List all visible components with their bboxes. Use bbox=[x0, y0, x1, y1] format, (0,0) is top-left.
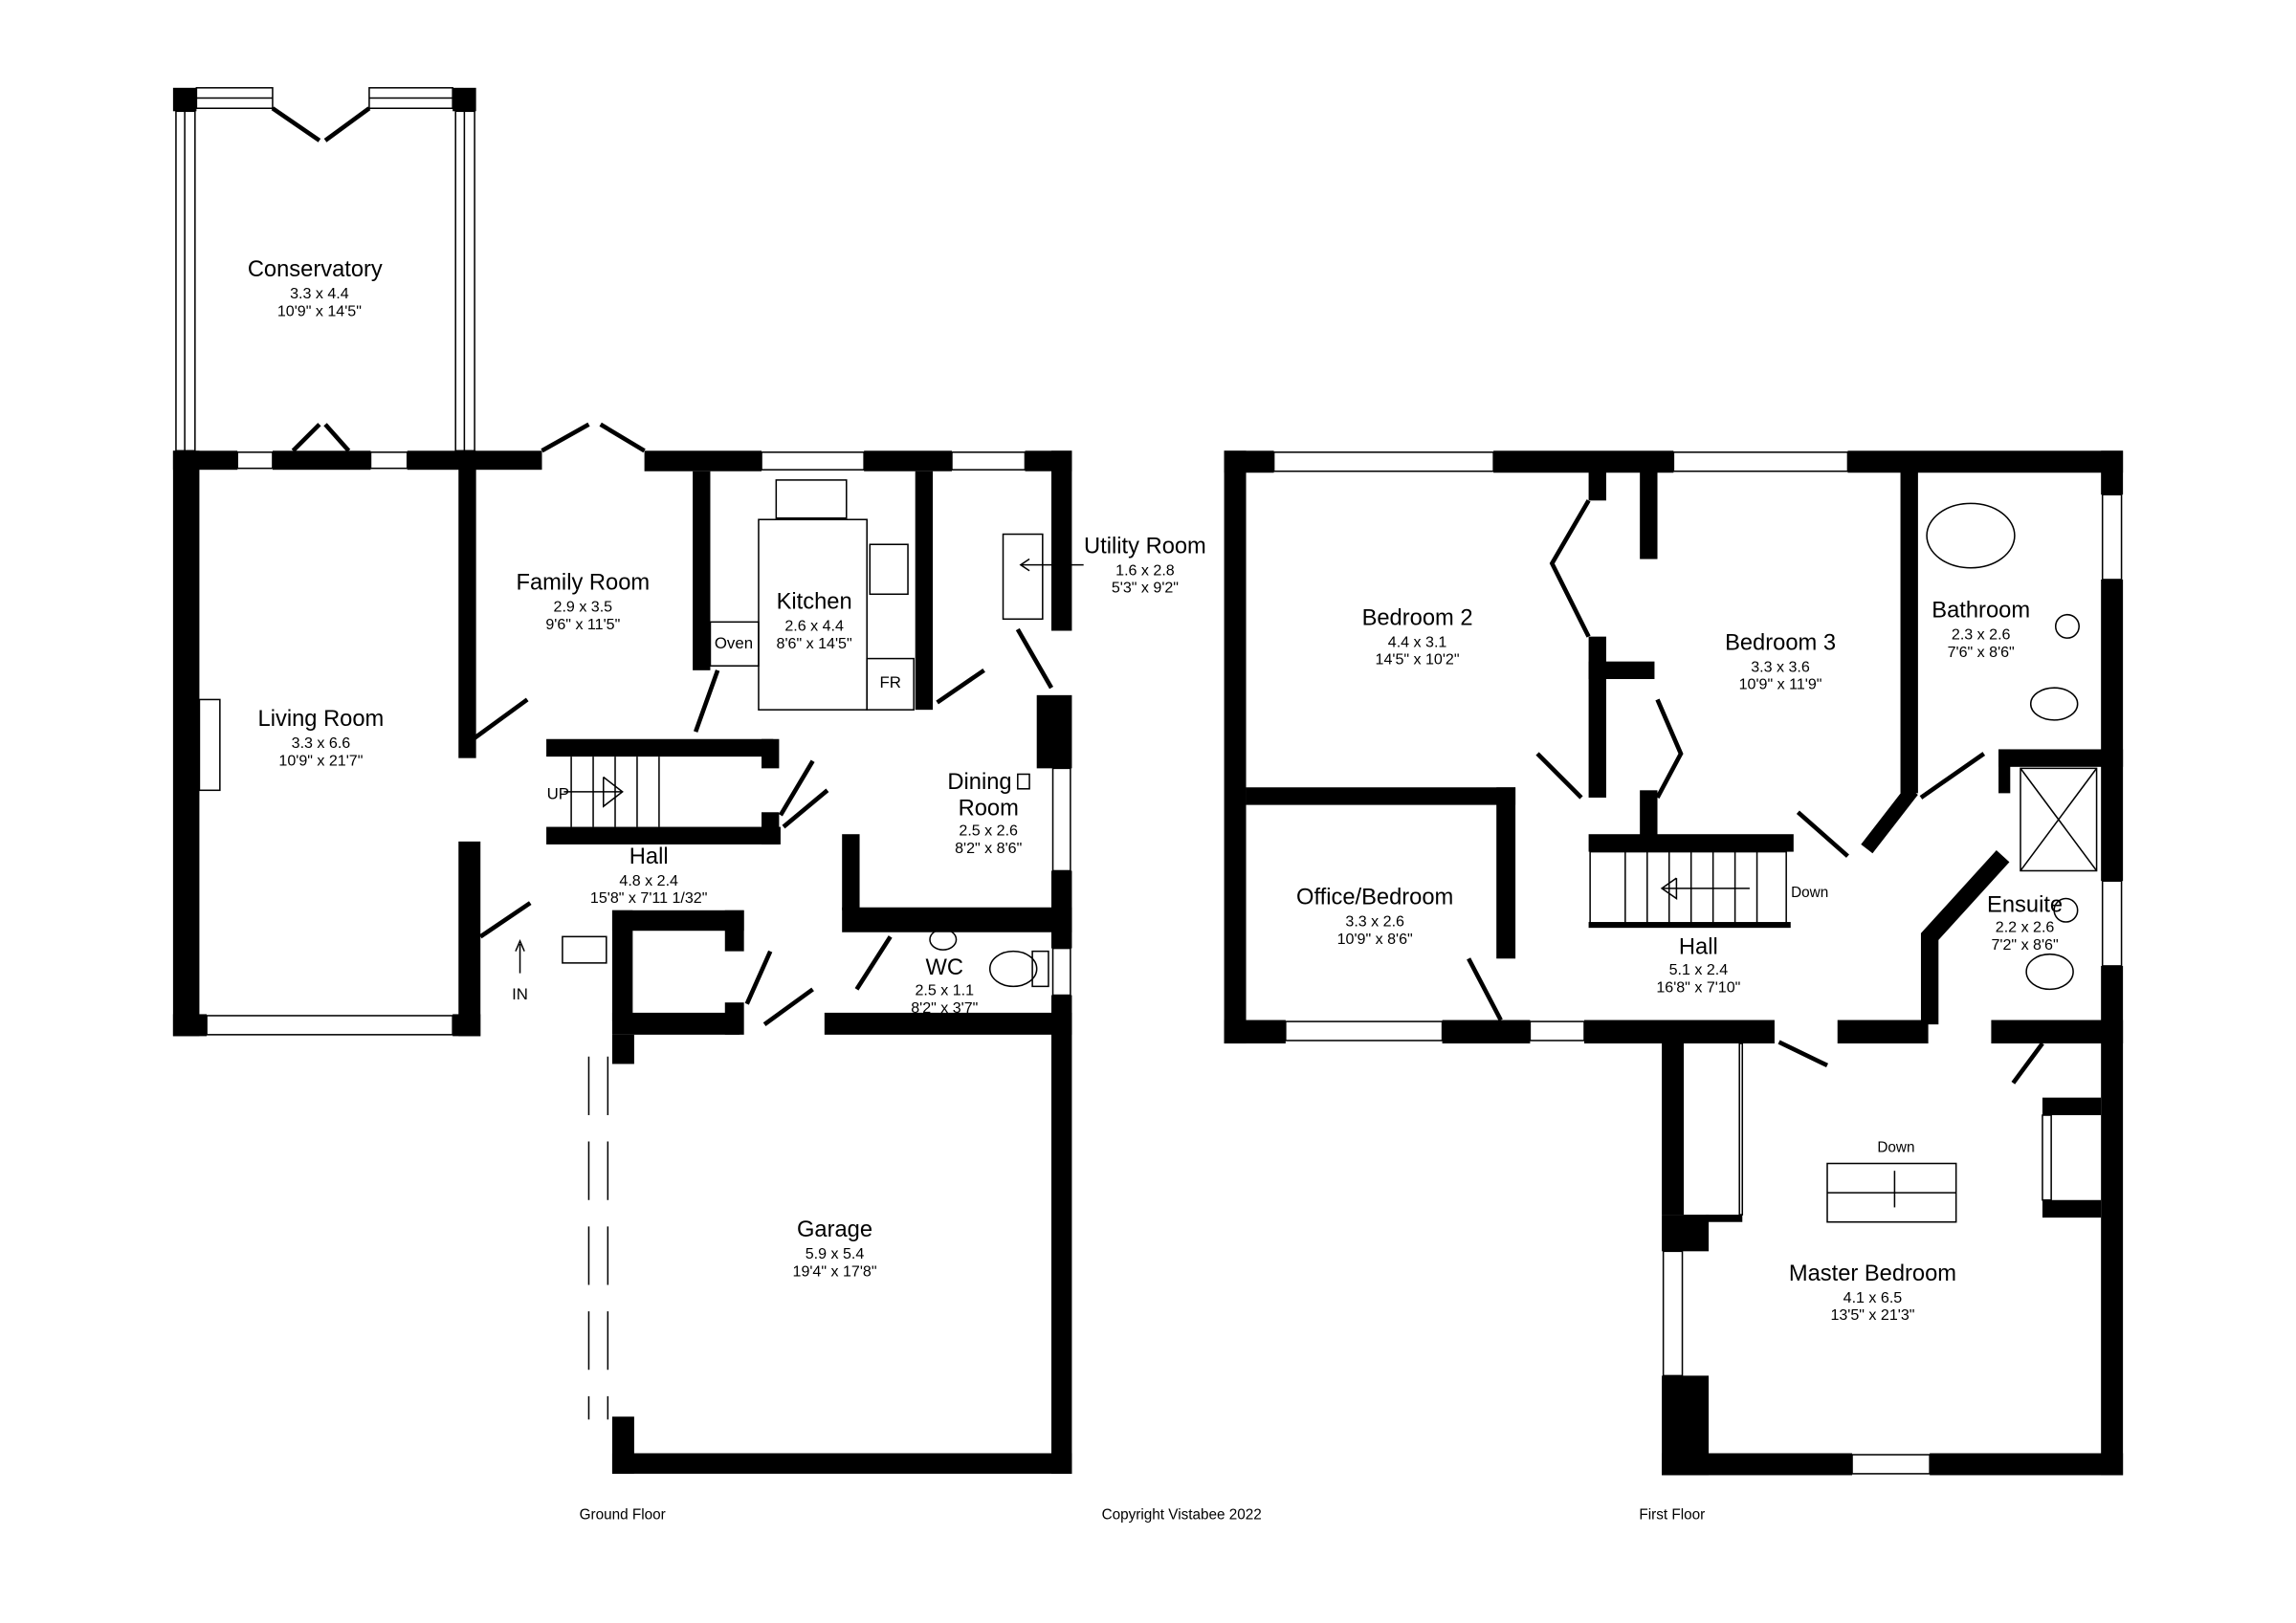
room-name-ensuite: Ensuite bbox=[1987, 892, 2063, 917]
room-metric-master-bedroom: 4.1 x 6.5 bbox=[1843, 1289, 1903, 1306]
room-imperial-bedroom-2: 14'5" x 10'2" bbox=[1376, 651, 1460, 669]
room-imperial-hall-ground: 15'8" x 7'11 1/32" bbox=[590, 889, 708, 907]
room-imperial-kitchen: 8'6" x 14'5" bbox=[777, 635, 852, 652]
stairs-down-label: Down bbox=[1791, 885, 1828, 901]
room-imperial-family-room: 9'6" x 11'5" bbox=[545, 616, 620, 633]
first-floor-plan: Bedroom 2 4.4 x 3.1 14'5" x 10'2" Bedroo… bbox=[1224, 450, 2124, 1476]
room-name-conservatory: Conservatory bbox=[248, 257, 383, 282]
room-metric-conservatory: 3.3 x 4.4 bbox=[290, 285, 349, 302]
room-metric-bedroom-3: 3.3 x 3.6 bbox=[1751, 658, 1810, 675]
fridge-label: FR bbox=[879, 673, 900, 691]
stairs-up-label: UP bbox=[547, 784, 569, 802]
room-name-bathroom: Bathroom bbox=[1932, 599, 2030, 624]
room-metric-kitchen: 2.6 x 4.4 bbox=[784, 618, 844, 635]
room-name-office-bedroom: Office/Bedroom bbox=[1296, 886, 1453, 910]
room-imperial-master-bedroom: 13'5" x 21'3" bbox=[1830, 1306, 1914, 1324]
room-imperial-ensuite: 7'2" x 8'6" bbox=[1992, 936, 2059, 954]
room-imperial-utility-room: 5'3" x 9'2" bbox=[1112, 580, 1179, 597]
hall-walls bbox=[546, 738, 1072, 1035]
room-metric-hall-ground: 4.8 x 2.4 bbox=[619, 872, 678, 889]
first-floor-stairs bbox=[1588, 850, 1791, 929]
first-floor-walls bbox=[1224, 450, 2124, 1476]
room-imperial-living-room: 10'9" x 21'7" bbox=[278, 752, 363, 769]
ground-floor-caption: Ground Floor bbox=[580, 1506, 666, 1523]
room-imperial-bathroom: 7'6" x 8'6" bbox=[1948, 644, 2015, 661]
room-metric-dining-room: 2.5 x 2.6 bbox=[959, 822, 1018, 840]
conservatory-walls bbox=[172, 87, 476, 452]
room-name-utility-room: Utility Room bbox=[1084, 534, 1206, 559]
ground-floor-plan: Conservatory 3.3 x 4.4 10'9" x 14'5" Liv… bbox=[172, 87, 1206, 1474]
first-floor-caption: First Floor bbox=[1639, 1506, 1705, 1523]
room-name-garage: Garage bbox=[797, 1217, 872, 1242]
oven-label: Oven bbox=[715, 634, 753, 652]
room-name-kitchen: Kitchen bbox=[777, 590, 852, 615]
copyright-caption: Copyright Vistabee 2022 bbox=[1102, 1506, 1262, 1523]
kitchen-walls bbox=[472, 422, 1072, 1474]
living-room-walls bbox=[172, 423, 542, 1037]
room-imperial-bedroom-3: 10'9" x 11'9" bbox=[1739, 676, 1822, 693]
dining-socket-icon bbox=[1017, 773, 1030, 790]
ground-stairs bbox=[563, 757, 660, 827]
room-metric-office-bedroom: 3.3 x 2.6 bbox=[1345, 913, 1404, 931]
utility-arrowhead-icon bbox=[1019, 558, 1030, 572]
room-imperial-hall-first: 16'8" x 7'10" bbox=[1656, 978, 1740, 996]
room-imperial-dining-room: 8'2" x 8'6" bbox=[955, 840, 1022, 857]
room-metric-family-room: 2.9 x 3.5 bbox=[554, 599, 613, 616]
room-name-hall-ground: Hall bbox=[629, 844, 669, 869]
entrance-arrowhead-icon bbox=[515, 938, 525, 952]
room-metric-wc: 2.5 x 1.1 bbox=[916, 982, 975, 999]
room-imperial-conservatory: 10'9" x 14'5" bbox=[277, 303, 362, 320]
room-metric-living-room: 3.3 x 6.6 bbox=[292, 735, 351, 752]
room-name-wc: WC bbox=[926, 955, 964, 980]
room-metric-bedroom-2: 4.4 x 3.1 bbox=[1388, 633, 1447, 650]
room-name-dining-room-line2: Room bbox=[959, 796, 1019, 821]
room-imperial-office-bedroom: 10'9" x 8'6" bbox=[1337, 931, 1413, 948]
room-metric-utility-room: 1.6 x 2.8 bbox=[1115, 561, 1175, 579]
room-name-bedroom-2: Bedroom 2 bbox=[1362, 605, 1473, 630]
garage-walls bbox=[587, 1012, 1072, 1474]
landing-down-label: Down bbox=[1877, 1139, 1914, 1155]
room-metric-hall-first: 5.1 x 2.4 bbox=[1669, 961, 1729, 978]
room-metric-garage: 5.9 x 5.4 bbox=[806, 1245, 865, 1262]
room-name-dining-room: Dining bbox=[947, 770, 1011, 795]
room-metric-ensuite: 2.2 x 2.6 bbox=[1996, 919, 2055, 936]
room-imperial-garage: 19'4" x 17'8" bbox=[793, 1262, 877, 1280]
room-imperial-wc: 8'2" x 3'7" bbox=[911, 999, 978, 1017]
room-name-master-bedroom: Master Bedroom bbox=[1789, 1261, 1956, 1286]
room-name-hall-first: Hall bbox=[1679, 935, 1718, 960]
room-name-family-room: Family Room bbox=[517, 571, 651, 596]
room-name-living-room: Living Room bbox=[258, 707, 385, 732]
room-name-bedroom-3: Bedroom 3 bbox=[1725, 630, 1836, 655]
room-metric-bathroom: 2.3 x 2.6 bbox=[1952, 626, 2011, 644]
entrance-label: IN bbox=[512, 985, 528, 1003]
